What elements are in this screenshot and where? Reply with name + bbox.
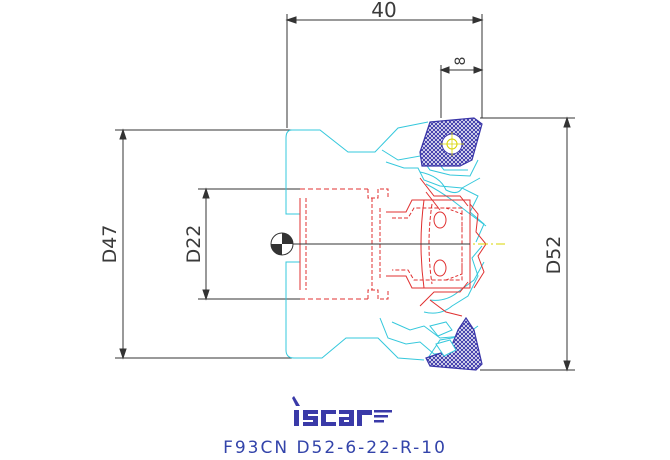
iscar-logo (292, 396, 392, 426)
dimension-bore-diameter-label: D22 (183, 225, 205, 264)
product-code: F93CN D52-6-22-R-10 (223, 438, 447, 458)
dimension-insert-width (439, 65, 484, 118)
dimension-length-label: 40 (371, 0, 396, 22)
cutter-body-outline (285, 121, 487, 361)
upper-insert (419, 117, 483, 167)
dimension-bore-diameter (198, 187, 300, 301)
dimension-insert-width-label: 8 (453, 57, 469, 66)
dimension-body-diameter (115, 128, 292, 360)
dimension-body-diameter-label: D47 (99, 225, 121, 264)
lower-insert (425, 316, 483, 371)
center-mark (270, 232, 294, 256)
hidden-lines (299, 177, 487, 317)
dimension-cutting-diameter (480, 116, 575, 372)
dimension-length (285, 14, 484, 128)
dimension-cutting-diameter-label: D52 (543, 236, 565, 275)
